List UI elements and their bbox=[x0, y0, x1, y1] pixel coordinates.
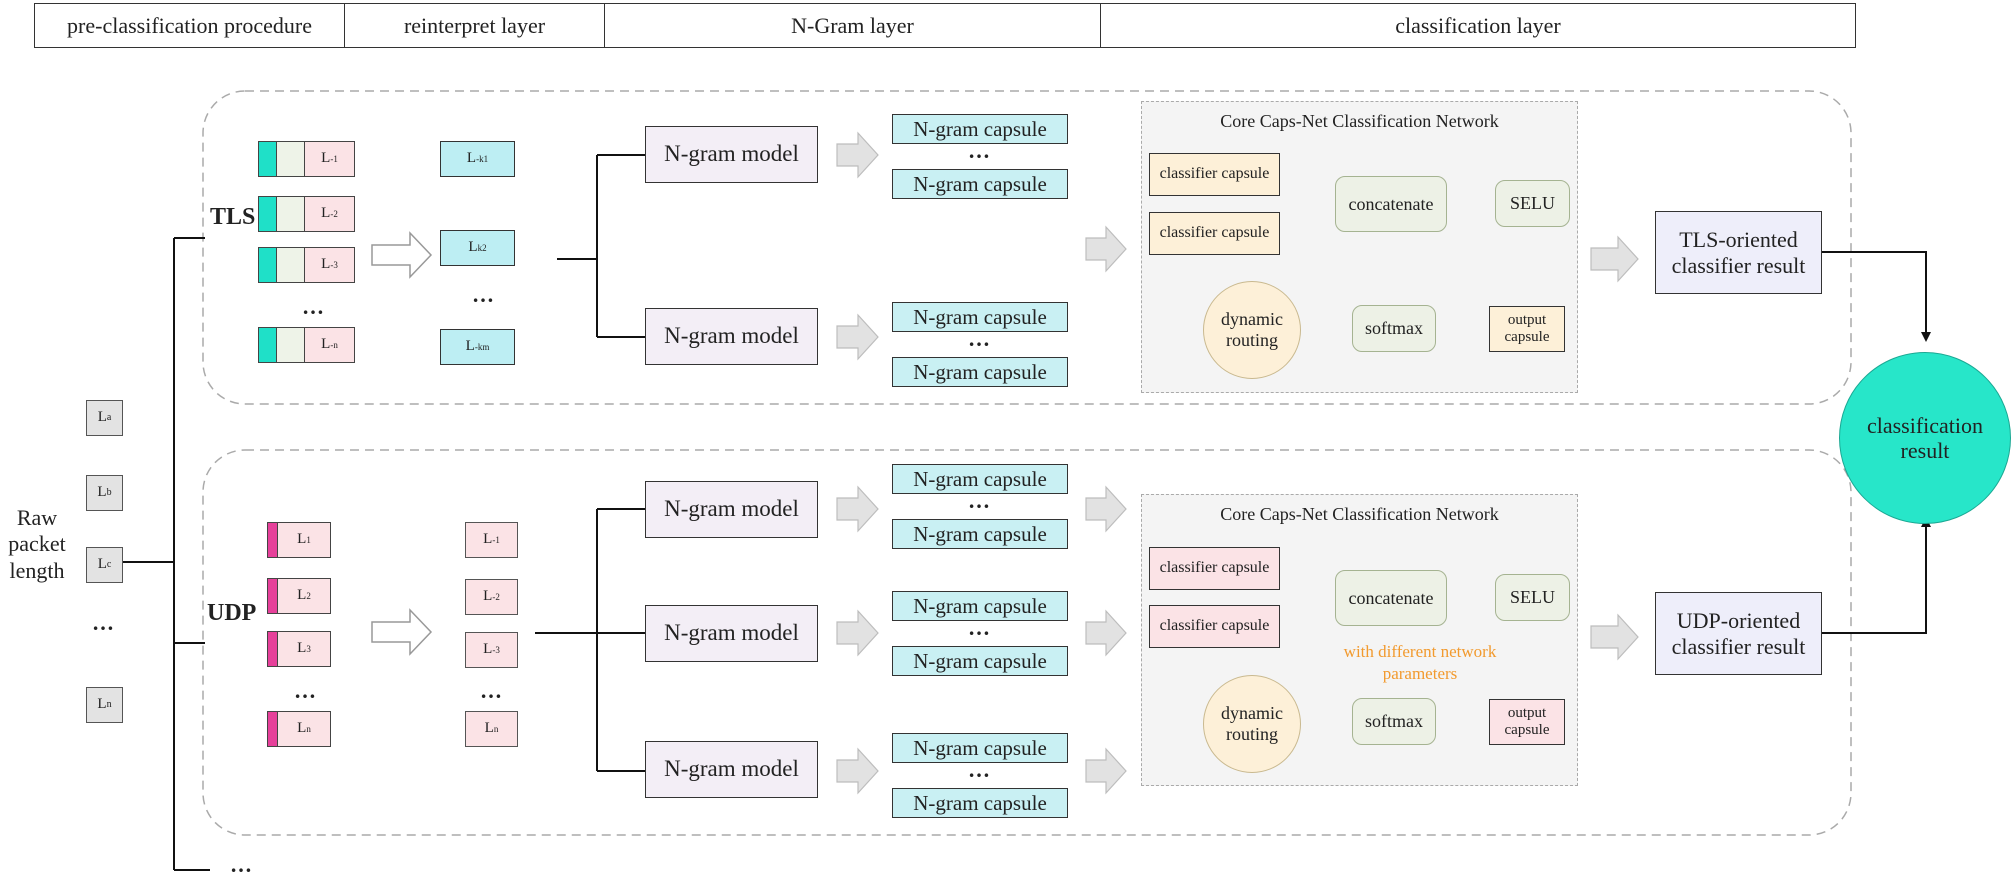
udp-ngram-model-2: N-gram model bbox=[645, 605, 818, 662]
tls-ngram-capsule: N-gram capsule bbox=[892, 302, 1068, 332]
udp-network-parameters-note: with different network parameters bbox=[1343, 642, 1497, 684]
tls-segment-3: L-3 bbox=[258, 247, 355, 283]
udp-dynamic-routing: dynamic routing bbox=[1203, 675, 1301, 773]
udp-branch-label: UDP bbox=[207, 600, 257, 626]
raw-packet-ellipsis: … bbox=[92, 610, 115, 635]
grey-arrows bbox=[836, 131, 1639, 795]
udp-segment-ellipsis: … bbox=[294, 678, 317, 703]
udp-ngram-capsule: N-gram capsule bbox=[892, 519, 1068, 549]
udp-ngram-model-3: N-gram model bbox=[645, 741, 818, 798]
udp-panel bbox=[202, 449, 1852, 836]
udp-reinterpreted-1: L-1 bbox=[465, 522, 518, 558]
udp-ngram-capsule: N-gram capsule bbox=[892, 733, 1068, 763]
tls-dynamic-routing: dynamic routing bbox=[1203, 281, 1301, 379]
udp-reinterpreted-3: L-3 bbox=[465, 632, 518, 668]
udp-softmax: softmax bbox=[1352, 698, 1436, 745]
header-stage-preclassification: pre-classification procedure bbox=[34, 3, 344, 48]
udp-reinterpreted-2: L-2 bbox=[465, 579, 518, 615]
tls-classifier-capsule: classifier capsule bbox=[1149, 212, 1280, 255]
udp-ngram-capsule: N-gram capsule bbox=[892, 788, 1068, 818]
udp-classifier-result: UDP-oriented classifier result bbox=[1655, 592, 1822, 675]
tls-capsule-ellipsis: … bbox=[968, 138, 991, 163]
tls-ngram-capsule: N-gram capsule bbox=[892, 357, 1068, 387]
udp-capsule-ellipsis: … bbox=[968, 757, 991, 782]
udp-concatenate: concatenate bbox=[1335, 570, 1447, 626]
tls-panel bbox=[202, 90, 1852, 405]
tls-classifier-capsule: classifier capsule bbox=[1149, 153, 1280, 196]
udp-classifier-capsule: classifier capsule bbox=[1149, 605, 1280, 648]
hollow-arrows bbox=[371, 231, 433, 656]
tls-concatenate: concatenate bbox=[1335, 176, 1447, 232]
tls-reinterpreted-ellipsis: … bbox=[472, 282, 495, 307]
udp-ngram-model-1: N-gram model bbox=[645, 481, 818, 538]
tls-ngram-model-1: N-gram model bbox=[645, 126, 818, 183]
tls-softmax: softmax bbox=[1352, 305, 1436, 352]
header-stage-ngram: N-Gram layer bbox=[604, 3, 1100, 48]
tls-core-network-title: Core Caps-Net Classification Network bbox=[1220, 111, 1499, 131]
udp-selu: SELU bbox=[1495, 574, 1570, 621]
udp-reinterpreted-ellipsis: … bbox=[480, 678, 503, 703]
tls-ngram-capsule: N-gram capsule bbox=[892, 169, 1068, 199]
tls-selu: SELU bbox=[1495, 180, 1570, 227]
udp-classifier-capsule: classifier capsule bbox=[1149, 547, 1280, 590]
tls-segment-ellipsis: … bbox=[302, 294, 325, 319]
tls-branch-label: TLS bbox=[210, 204, 256, 230]
header-stage-classification: classification layer bbox=[1100, 3, 1856, 48]
tls-segment-n: L-n bbox=[258, 327, 355, 363]
udp-output-capsule: output capsule bbox=[1489, 699, 1565, 745]
tls-reinterpreted-m: L-km bbox=[440, 329, 515, 365]
udp-capsule-ellipsis: … bbox=[968, 488, 991, 513]
tls-segment-1: L-1 bbox=[258, 141, 355, 177]
tls-segment-2: L-2 bbox=[258, 196, 355, 232]
tls-ngram-model-2: N-gram model bbox=[645, 308, 818, 365]
more-branches-ellipsis: … bbox=[230, 852, 253, 877]
udp-capsule-ellipsis: … bbox=[968, 615, 991, 640]
udp-core-network-title: Core Caps-Net Classification Network bbox=[1220, 504, 1499, 524]
header-stage-reinterpret: reinterpret layer bbox=[344, 3, 604, 48]
udp-ngram-capsule: N-gram capsule bbox=[892, 591, 1068, 621]
input-tree-lines bbox=[123, 154, 1931, 871]
raw-packet-length-label: Raw packet length bbox=[8, 505, 66, 583]
udp-ngram-capsule: N-gram capsule bbox=[892, 646, 1068, 676]
tls-capsule-ellipsis: … bbox=[968, 326, 991, 351]
tls-reinterpreted-1: L-k1 bbox=[440, 141, 515, 177]
tls-ngram-capsule: N-gram capsule bbox=[892, 114, 1068, 144]
final-classification-result: classification result bbox=[1839, 352, 2011, 524]
tls-classifier-result: TLS-oriented classifier result bbox=[1655, 211, 1822, 294]
tls-output-capsule: output capsule bbox=[1489, 306, 1565, 352]
udp-ngram-capsule: N-gram capsule bbox=[892, 464, 1068, 494]
